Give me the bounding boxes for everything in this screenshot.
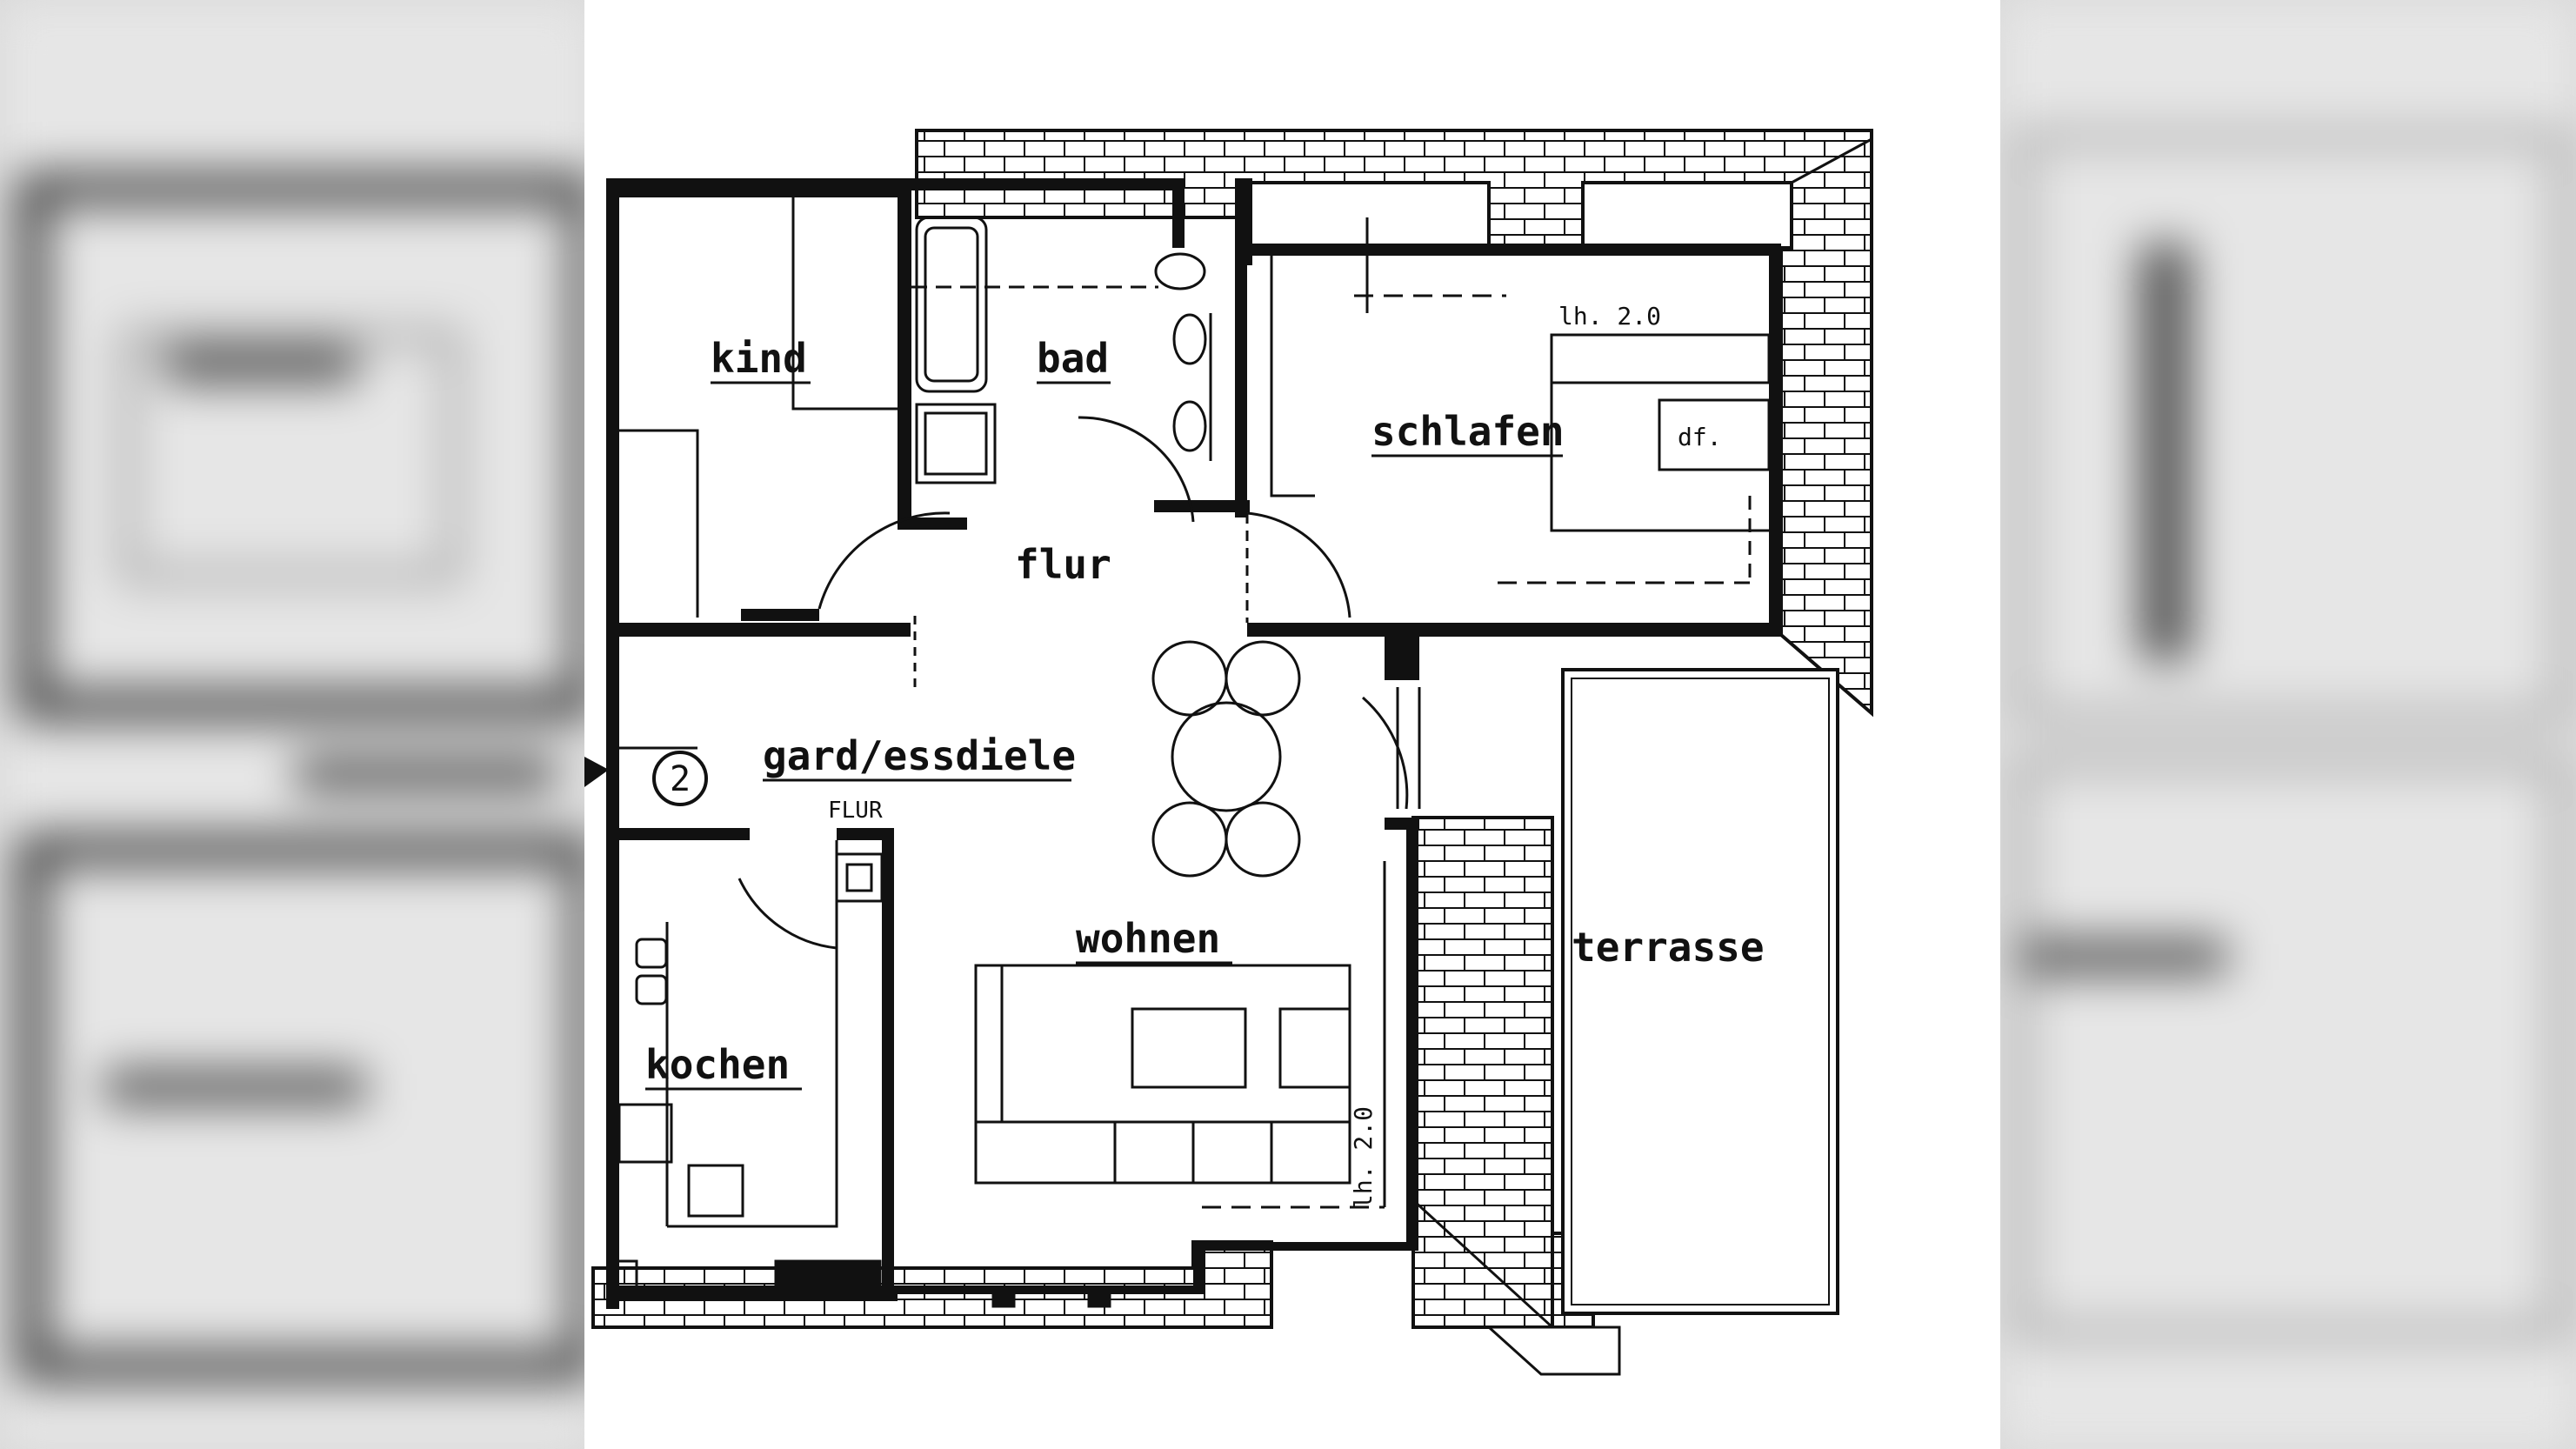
fixtures (609, 196, 1771, 1308)
bed-outline (1550, 335, 1769, 532)
dormer-box (1658, 398, 1771, 471)
wall-flur-bad (1154, 500, 1250, 512)
wall-north-kochen-left (606, 828, 750, 840)
chimney-block (1385, 637, 1419, 680)
blurred-backdrop-right (2000, 0, 2576, 1449)
kochen-table (687, 1164, 744, 1218)
entrance-number-circle (652, 751, 708, 806)
entrance-arrow-icon (584, 757, 609, 787)
wall-kind-bad (898, 178, 911, 526)
sofa-cushions (1113, 1122, 1273, 1183)
label-schlafen: schlafen (1371, 408, 1565, 455)
ghost-label (165, 348, 357, 383)
window-mark (1087, 1292, 1111, 1308)
dormer-label: df. (1678, 423, 1722, 451)
entrance-marker: 2 (584, 751, 708, 806)
floorplan-card: 2 kind bad schlafen flur gard/essdiele F… (584, 0, 2000, 1449)
wall-south-wohnen-east (1193, 1242, 1415, 1251)
wall-flur-sill (898, 518, 967, 530)
ghost-wall (2139, 244, 2192, 661)
stove (617, 1103, 673, 1164)
dining-chair (1151, 801, 1228, 878)
ghost-label (296, 757, 557, 791)
wall-bad-schlafen (1235, 265, 1247, 518)
ghost-inner-frame (122, 331, 459, 581)
door-swing-kochen (737, 878, 838, 950)
ghost-label (104, 1070, 365, 1105)
wall-south-wohnen (898, 1285, 1202, 1294)
coffee-table (1131, 1007, 1247, 1089)
wall-west (606, 178, 619, 1309)
ghost-room-frame (2018, 130, 2567, 724)
wall-kochen-wohnen (882, 828, 894, 1298)
kochen-chimney-inner (845, 863, 873, 892)
kochen-counter-east (667, 909, 838, 1228)
blurred-backdrop-left (0, 0, 591, 1449)
label-diele: gard/essdiele (763, 732, 1076, 779)
sofa-outline (974, 964, 1351, 1185)
bathtub-inner (924, 226, 979, 383)
wall-south-kochen (606, 1285, 898, 1301)
bathtub (915, 216, 988, 393)
kind-wardrobe-outline (791, 196, 898, 411)
window-frame (774, 1259, 882, 1289)
label-bad: bad (1037, 335, 1109, 382)
window-post (609, 1259, 638, 1289)
ghost-terrace-frame (2018, 757, 2564, 1338)
label-kochen: kochen (645, 1041, 790, 1088)
window-mark (991, 1292, 1016, 1308)
ghost-room-frame (17, 835, 591, 1381)
wall-north-kochen-right (837, 828, 894, 840)
washbasin (1172, 400, 1207, 452)
floor-plan: 2 kind bad schlafen flur gard/essdiele F… (584, 129, 1873, 1376)
door-swing-terrace (1362, 696, 1409, 810)
door-swing-kind (818, 511, 951, 610)
sofa-arm (974, 964, 1004, 1124)
dining-chair (1225, 801, 1301, 878)
height-note-schlafen: lh. 2.0 (1558, 302, 1661, 331)
wall-flur-kind (741, 609, 819, 621)
armchair (1278, 1007, 1351, 1089)
walls (606, 178, 1781, 1309)
label-wohnen: wohnen (1076, 915, 1220, 962)
wall-south-kind (606, 623, 911, 637)
wall-wohnen-jog (1193, 1242, 1205, 1294)
wall-east-wohnen (1406, 818, 1418, 1251)
entrance-number: 2 (670, 759, 691, 799)
shower-tray-inner (924, 411, 988, 476)
label-terrasse: terrasse (1572, 924, 1765, 971)
ghost-label (2018, 939, 2226, 974)
toilet (1154, 252, 1206, 290)
dining-chair (1151, 640, 1228, 717)
wall-north-schlafen-east (1576, 244, 1781, 256)
kind-bed-outline (619, 429, 699, 618)
label-flur: flur (1015, 541, 1111, 588)
bed-headboard (1550, 333, 1771, 384)
room-labels: kind bad schlafen flur gard/essdiele FLU… (645, 335, 1765, 1091)
wall-wohnen-terrace-cap (1385, 818, 1419, 830)
wall-south-schlafen (1247, 623, 1781, 637)
wall-north-bad (911, 178, 1172, 190)
dining-table (1171, 701, 1282, 812)
wall-bad-notch (1172, 178, 1185, 248)
label-diele-sub: FLUR (828, 798, 883, 824)
sink-basin (635, 974, 668, 1005)
kochen-chimney (835, 852, 884, 903)
shower-tray (915, 403, 997, 484)
wall-north-kind (606, 178, 911, 197)
sink-basin (635, 938, 668, 969)
door-swing-bad (1078, 416, 1195, 523)
label-kind: kind (711, 335, 807, 382)
door-swing-schlafen (1246, 511, 1351, 618)
dining-chair (1225, 640, 1301, 717)
schlafen-wardrobe (1270, 252, 1315, 497)
wall-east-schlafen (1769, 244, 1781, 635)
bidet (1172, 313, 1207, 365)
wall-north-schlafen (1247, 244, 1578, 256)
terrace (1561, 668, 1839, 1315)
height-note-wohnen: lh. 2.0 (1349, 1106, 1378, 1209)
annotations: lh. 2.0 df. lh. 2.0 (1349, 302, 1722, 1209)
